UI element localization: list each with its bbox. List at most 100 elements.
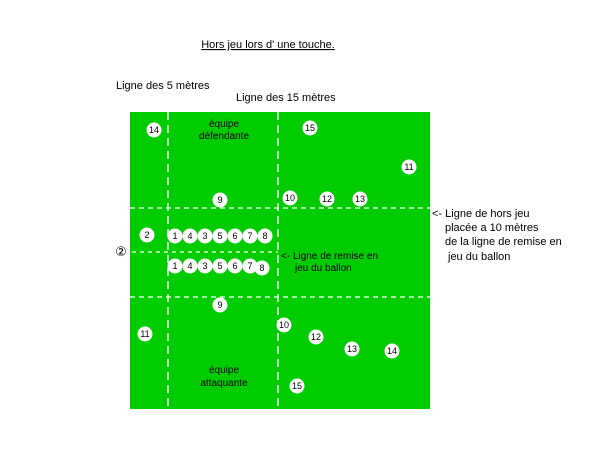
player-marker bbox=[137, 326, 153, 342]
player-defending-15: 15 bbox=[302, 120, 318, 136]
player-number: 6 bbox=[232, 261, 237, 271]
player-marker bbox=[197, 228, 213, 244]
player-marker bbox=[302, 120, 318, 136]
player-number: 5 bbox=[217, 261, 222, 271]
player-marker bbox=[167, 228, 183, 244]
player-number: 9 bbox=[217, 300, 222, 310]
player-marker bbox=[139, 227, 155, 243]
player-marker bbox=[276, 317, 292, 333]
offside-line-label-line3: de la ligne de remise en bbox=[445, 236, 562, 248]
player-marker bbox=[212, 258, 228, 274]
attacking-team-label-line2: attaquante bbox=[200, 378, 248, 389]
player-number: 10 bbox=[279, 320, 289, 330]
player-defending-6: 6 bbox=[227, 228, 243, 244]
player-marker bbox=[182, 258, 198, 274]
player-defending-2: 2 bbox=[139, 227, 155, 243]
player-marker bbox=[227, 258, 243, 274]
player-number: 9 bbox=[217, 195, 222, 205]
player-number: 4 bbox=[187, 261, 192, 271]
player-defending-14: 14 bbox=[146, 122, 162, 138]
player-attacking-9: 9 bbox=[212, 297, 228, 313]
player-marker bbox=[344, 341, 360, 357]
restart-line-label-line1: <- Ligne de remise en bbox=[281, 251, 378, 262]
player-number: 1 bbox=[172, 231, 177, 241]
offside-line-label-line1: <- Ligne de hors jeu bbox=[432, 208, 530, 220]
player-marker bbox=[308, 329, 324, 345]
attacking-team-label-line1: équipe bbox=[209, 365, 239, 376]
player-marker bbox=[212, 192, 228, 208]
player-number: 3 bbox=[202, 261, 207, 271]
player-number: 7 bbox=[247, 231, 252, 241]
player-defending-8: 8 bbox=[257, 228, 273, 244]
player-number: 4 bbox=[187, 231, 192, 241]
player-number: 14 bbox=[149, 125, 159, 135]
player-number: 7 bbox=[247, 261, 252, 271]
player-marker bbox=[401, 159, 417, 175]
player-defending-13: 13 bbox=[352, 191, 368, 207]
player-defending-11: 11 bbox=[401, 159, 417, 175]
player-marker bbox=[146, 122, 162, 138]
player-number: 11 bbox=[140, 329, 149, 339]
player-number: 10 bbox=[285, 193, 295, 203]
player-number: 2 bbox=[144, 230, 149, 240]
player-marker bbox=[182, 228, 198, 244]
player-defending-1: 1 bbox=[167, 228, 183, 244]
player-attacking-1: 1 bbox=[167, 258, 183, 274]
player-marker bbox=[212, 228, 228, 244]
player-attacking-4: 4 bbox=[182, 258, 198, 274]
restart-line-label-line2: jeu du ballon bbox=[294, 263, 352, 274]
player-number: 5 bbox=[217, 231, 222, 241]
player-attacking-3: 3 bbox=[197, 258, 213, 274]
player-marker bbox=[289, 378, 305, 394]
player-number: 6 bbox=[232, 231, 237, 241]
player-attacking-6: 6 bbox=[227, 258, 243, 274]
player-number: 1 bbox=[172, 261, 177, 271]
player-attacking-14: 14 bbox=[384, 343, 400, 359]
player-attacking-5: 5 bbox=[212, 258, 228, 274]
player-marker bbox=[212, 297, 228, 313]
player-defending-4: 4 bbox=[182, 228, 198, 244]
player-marker bbox=[227, 228, 243, 244]
fifteen-meter-line-label: Ligne des 15 mètres bbox=[236, 92, 336, 104]
player-number: 12 bbox=[322, 194, 332, 204]
player-marker bbox=[257, 228, 273, 244]
player-marker bbox=[254, 260, 270, 276]
player-marker bbox=[352, 191, 368, 207]
player-attacking-7: 7 bbox=[242, 258, 258, 274]
player-number: 8 bbox=[259, 263, 264, 273]
player-attacking-10: 10 bbox=[276, 317, 292, 333]
player-number: 11 bbox=[404, 162, 413, 172]
diagram-title: Hors jeu lors d' une touche. bbox=[201, 39, 335, 51]
player-number: 13 bbox=[347, 344, 357, 354]
offside-line-label-line4: jeu du ballon bbox=[447, 251, 510, 263]
player-attacking-11: 11 bbox=[137, 326, 153, 342]
player-number: 8 bbox=[262, 231, 267, 241]
player-number: 13 bbox=[355, 194, 365, 204]
player-defending-12: 12 bbox=[319, 191, 335, 207]
player-defending-10: 10 bbox=[282, 190, 298, 206]
player-marker bbox=[282, 190, 298, 206]
player-marker bbox=[242, 228, 258, 244]
player-marker bbox=[242, 258, 258, 274]
player-defending-9: 9 bbox=[212, 192, 228, 208]
player-number: 14 bbox=[387, 346, 397, 356]
player-attacking-13: 13 bbox=[344, 341, 360, 357]
player-number: 15 bbox=[305, 123, 315, 133]
offside-line-label-line2: placée a 10 mètres bbox=[445, 222, 539, 234]
player-defending-7: 7 bbox=[242, 228, 258, 244]
five-meter-line-label: Ligne des 5 mètres bbox=[116, 80, 210, 92]
player-defending-5: 5 bbox=[212, 228, 228, 244]
player-number: 3 bbox=[202, 231, 207, 241]
defending-team-label-line2: défendante bbox=[199, 131, 249, 142]
player-marker bbox=[167, 258, 183, 274]
player-number: 15 bbox=[292, 381, 302, 391]
player-attacking-15: 15 bbox=[289, 378, 305, 394]
player-marker bbox=[384, 343, 400, 359]
thrower-marker: ② bbox=[115, 244, 127, 259]
player-marker bbox=[197, 258, 213, 274]
defending-team-label-line1: équipe bbox=[209, 119, 239, 130]
player-attacking-12: 12 bbox=[308, 329, 324, 345]
player-number: 12 bbox=[311, 332, 321, 342]
